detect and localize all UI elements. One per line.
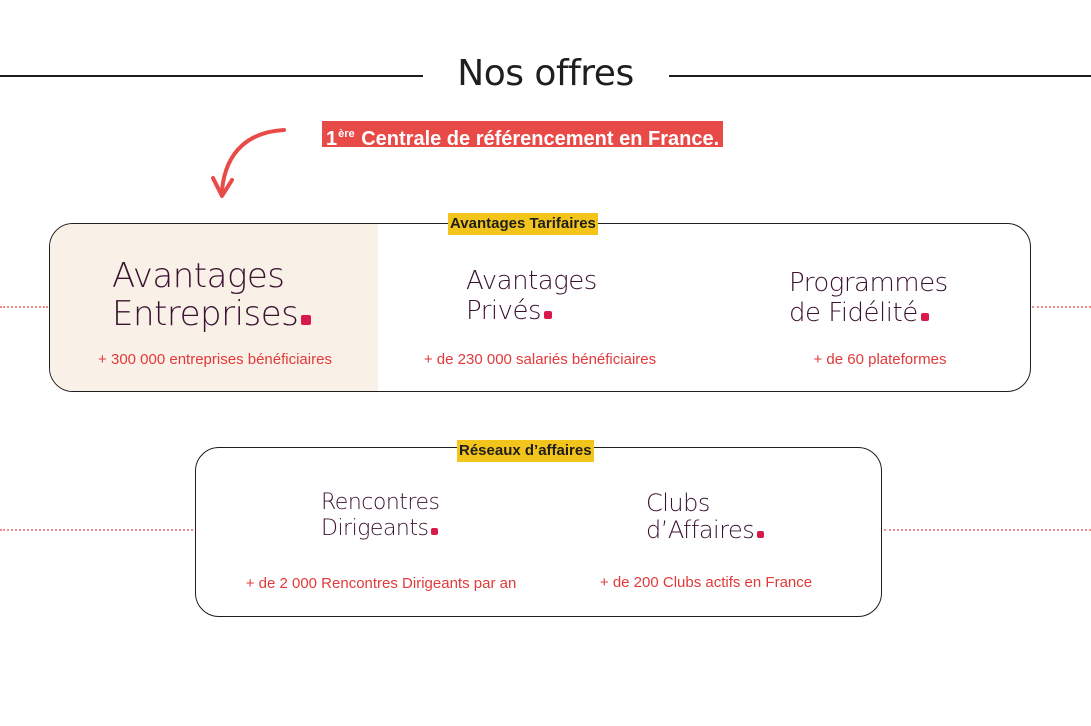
page-title: Nos offres [457,53,634,94]
dotted-connector-left-2 [0,529,193,531]
tagline-prefix: 1 [326,128,338,150]
header-rule-right [669,75,1091,77]
dotted-connector-right-2 [884,529,1091,531]
dotted-connector-right-1 [1032,306,1091,308]
logo-programmes-de-fidelite[interactable]: Programmes de Fidélité [789,268,948,328]
logo-dot [757,531,765,538]
stat-programmes-de-fidelite: + de 60 plateformes [813,351,947,368]
logo-avantages-entreprises[interactable]: Avantages Entreprises [112,257,312,333]
badge-reseaux-affaires: Réseaux d’affaires [457,440,594,462]
stat-rencontres-dirigeants: + de 2 000 Rencontres Dirigeants par an [245,575,517,592]
highlighted-offer-background [50,224,378,391]
logo-dot [920,313,929,321]
curved-arrow-down-icon [211,128,286,198]
logo-dot [544,311,553,319]
logo-clubs-daffaires[interactable]: Clubs d’Affaires [646,490,765,544]
tagline-superscript: ère [338,128,355,140]
tagline: 1ère Centrale de référencement en France… [322,121,724,150]
badge-avantages-tarifaires: Avantages Tarifaires [448,213,598,235]
logo-dot [301,315,312,325]
header-rule-left [0,75,423,77]
tagline-text: Centrale de référencement en France. [355,128,720,150]
dotted-connector-left-1 [0,306,48,308]
offers-box-avantages-tarifaires: Avantages Entreprises + 300 000 entrepri… [49,223,1031,392]
stat-clubs-daffaires: + de 200 Clubs actifs en France [599,574,813,591]
logo-dot [431,528,439,535]
logo-rencontres-dirigeants[interactable]: Rencontres Dirigeants [321,490,440,541]
stat-avantages-prives: + de 230 000 salariés bénéficiaires [423,351,657,368]
offers-box-reseaux-affaires: Rencontres Dirigeants + de 2 000 Rencont… [195,447,882,617]
logo-avantages-prives[interactable]: Avantages Privés [466,266,597,326]
stat-avantages-entreprises: + 300 000 entreprises bénéficiaires [98,351,332,368]
